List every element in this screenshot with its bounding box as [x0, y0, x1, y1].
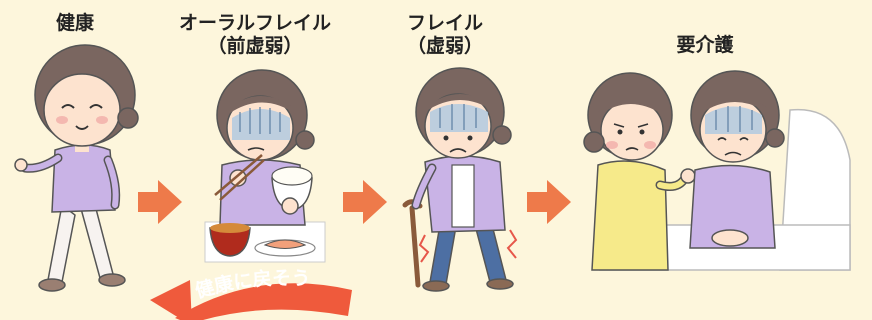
frailty-illustration	[402, 67, 518, 292]
stage-label-frailty: フレイル （虚弱）	[390, 12, 500, 58]
oral-frailty-illustration	[204, 69, 326, 263]
progress-arrow-3	[527, 180, 571, 224]
care-illustration	[583, 70, 851, 271]
stage-title: オーラルフレイル	[178, 12, 331, 34]
healthy-woman-illustration	[14, 44, 139, 292]
progress-arrow-2	[343, 180, 387, 224]
stage-label-care: 要介護	[660, 34, 750, 57]
stage-label-healthy: 健康	[35, 12, 115, 35]
stage-title: 健康	[55, 12, 94, 34]
stage-title: 要介護	[676, 34, 734, 56]
stage-label-oral-frailty: オーラルフレイル （前虚弱）	[160, 12, 350, 58]
progress-arrow-1	[138, 180, 182, 224]
stage-subtitle: （前虚弱）	[207, 35, 303, 57]
stage-title: フレイル	[406, 12, 483, 34]
return-to-health-arrow: 健康に戻そう	[150, 267, 352, 320]
stage-subtitle: （虚弱）	[406, 35, 483, 57]
